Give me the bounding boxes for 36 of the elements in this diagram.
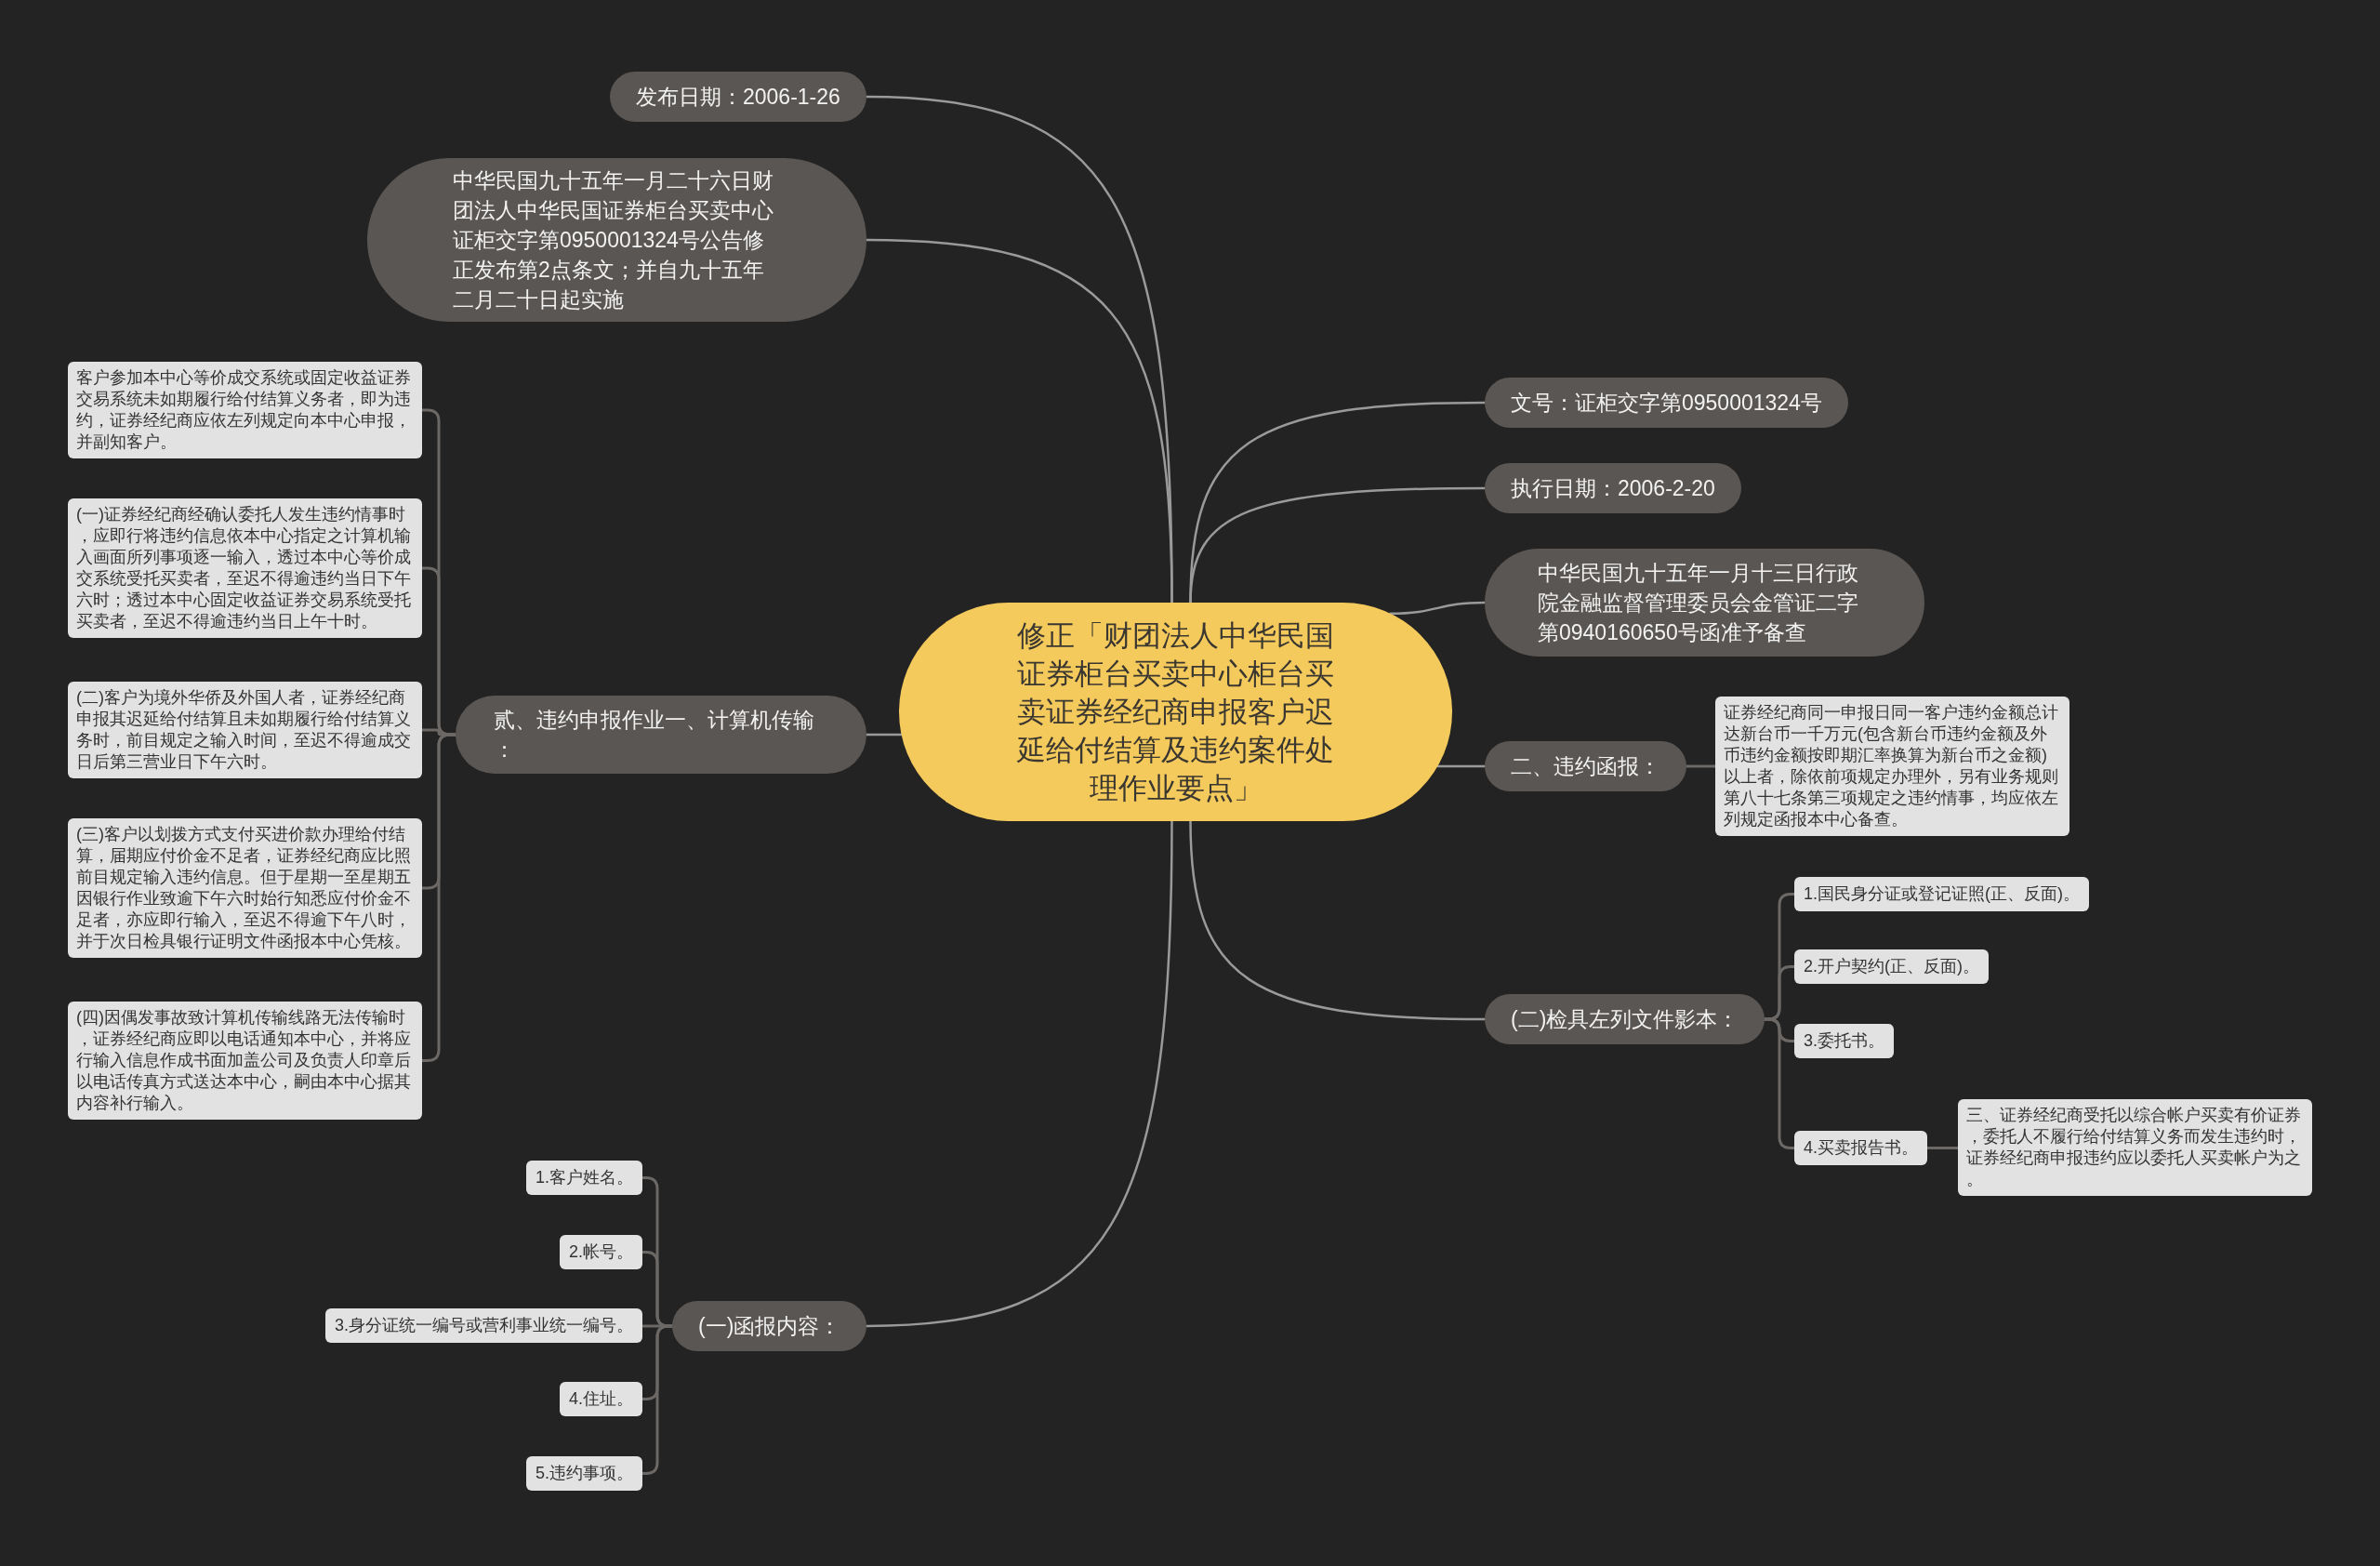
- topic-pill: 贰、违约申报作业一、计算机传输：: [456, 696, 866, 774]
- text-card: (四)因偶发事故致计算机传输线路无法传输时，证券经纪商应即以电话通知本中心，并将应行输入信息作成书面加盖公司及负责人印章后以电话传真方式送达本中心，嗣由本中心据其内容补行输入。: [68, 1002, 422, 1120]
- topic-pill: (二)检具左列文件影本：: [1485, 994, 1765, 1044]
- text-card: 客户参加本中心等价成交系统或固定收益证券交易系统未如期履行给付结算义务者，即为违约，证券经纪商应依左列规定向本中心申报，并副知客户。: [68, 362, 422, 458]
- connector-line: [1189, 486, 1487, 604]
- text-card: 1.客户姓名。: [526, 1161, 642, 1195]
- text-card: 5.违约事项。: [526, 1456, 642, 1491]
- text-card: 2.开户契约(正、反面)。: [1794, 949, 1989, 984]
- connector-line: [1436, 764, 1487, 768]
- topic-pill: 文号：证柜交字第0950001324号: [1485, 378, 1848, 428]
- text-card: 2.帐号。: [560, 1235, 642, 1269]
- topic-pill: 二、违约函报：: [1485, 741, 1686, 791]
- text-card: (一)证券经纪商经确认委托人发生违约情事时，应即行将违约信息依本中心指定之计算机输入画面所列事项逐一输入，透过本中心等价成交系统受托买卖者，至迟不得逾违约当日下午六时；透过本中心固定收益证券交易系统受托买卖者，至迟不得逾违约当日上午十时。: [68, 498, 422, 638]
- text-card: (三)客户以划拨方式支付买进价款办理给付结算，届期应付价金不足者，证券经纪商应比照前目规定输入违约信息。但于星期一至星期五因银行作业致逾下午六时始行知悉应付价金不足者，亦应即行输入，至迟不得逾下午八时，并于次日检具银行证明文件函报本中心凭核。: [68, 818, 422, 958]
- connector-line: [1685, 764, 1717, 768]
- connector-line: [865, 733, 903, 737]
- topic-pill: (一)函报内容：: [672, 1301, 867, 1351]
- text-card: 3.身分证统一编号或营利事业统一编号。: [325, 1308, 642, 1343]
- topic-pill: 执行日期：2006-2-20: [1485, 463, 1741, 513]
- text-card: 3.委托书。: [1794, 1024, 1894, 1058]
- connector-line: [865, 819, 1173, 1328]
- text-card: 4.买卖报告书。: [1794, 1131, 1927, 1165]
- text-card: 1.国民身分证或登记证照(正、反面)。: [1794, 877, 2089, 911]
- central-topic: 修正「财团法人中华民国证券柜台买卖中心柜台买卖证券经纪商申报客户迟延给付结算及违约案件处理作业要点」: [899, 603, 1452, 821]
- text-card: (二)客户为境外华侨及外国人者，证券经纪商申报其迟延给付结算且未如期履行给付结算义务时，前目规定之输入时间，至迟不得逾成交日后第三营业日下午六时。: [68, 682, 422, 778]
- topic-pill: 中华民国九十五年一月十三日行政院金融监督管理委员会金管证二字第0940160650号函准予备查: [1485, 549, 1924, 657]
- text-card: 三、证券经纪商受托以综合帐户买卖有价证券，委托人不履行给付结算义务而发生违约时，证券经纪商申报违约应以委托人买卖帐户为之。: [1958, 1099, 2312, 1196]
- text-card: 4.住址。: [560, 1382, 642, 1416]
- connector-line: [1389, 601, 1487, 616]
- text-card: 证券经纪商同一申报日同一客户违约金额总计达新台币一千万元(包含新台币违约金额及外币违约金额按即期汇率换算为新台币之金额)以上者，除依前项规定办理外，另有业务规则第八十七条第三项规定之违约情事，均应依左列规定函报本中心备查。: [1715, 697, 2069, 836]
- connector-line: [865, 238, 1173, 604]
- topic-pill: 发布日期：2006-1-26: [610, 72, 866, 122]
- connector-line: [1189, 819, 1487, 1021]
- connector-line: [1763, 1017, 1796, 1149]
- topic-pill: 中华民国九十五年一月二十六日财团法人中华民国证券柜台买卖中心证柜交字第0950001324号公告修正发布第2点条文；并自九十五年二月二十日起实施: [367, 158, 866, 322]
- connector-line: [641, 1324, 674, 1475]
